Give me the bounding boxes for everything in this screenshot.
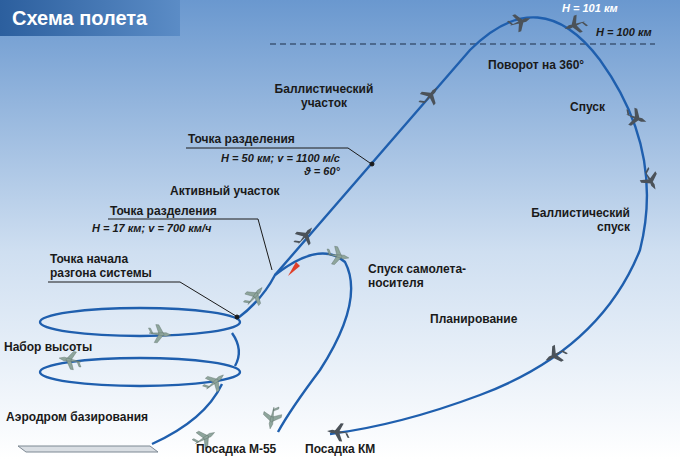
phase-label: Баллистический участок — [265, 82, 383, 110]
phase-label: Набор высоты — [4, 340, 92, 354]
karman-line — [270, 43, 655, 44]
phase-label: Спуск самолета-носителя — [368, 262, 503, 290]
separation-parameters: H = 50 км; v = 1100 м/с ϑ = 60° — [215, 152, 340, 178]
landing-label: Посадка М-55 — [196, 442, 276, 456]
landing-label: Посадка КМ — [305, 442, 375, 456]
altitude-label: H = 100 км — [596, 26, 652, 39]
phase-label: Баллистический спуск — [512, 206, 630, 234]
point-label: Точка начала разгона системы — [50, 252, 175, 280]
altitude-label: H = 101 км — [562, 2, 618, 15]
main-trajectory — [238, 17, 647, 434]
runway — [18, 446, 158, 452]
diagram-title: Схема полета — [0, 0, 159, 36]
phase-label: Поворот на 360° — [488, 58, 584, 72]
space-plane — [290, 10, 663, 442]
separation-label: Точка разделения — [110, 204, 217, 218]
airfield-label: Аэродром базирования — [6, 410, 148, 424]
phase-label: Активный участок — [170, 184, 280, 198]
separation-label: Точка разделения — [188, 132, 295, 146]
phase-label: Планирование — [430, 312, 517, 326]
phase-label: Спуск — [570, 100, 605, 114]
trajectories — [40, 17, 647, 444]
climb-path — [232, 333, 239, 366]
climb-loop — [40, 308, 240, 336]
separation-parameters: H = 17 км; v = 700 км/ч — [92, 222, 211, 235]
leader-lines — [48, 148, 374, 319]
title-band — [0, 0, 180, 36]
leader-line — [48, 282, 236, 316]
engine-flame — [288, 262, 300, 276]
carrier-descent-path — [275, 254, 351, 432]
